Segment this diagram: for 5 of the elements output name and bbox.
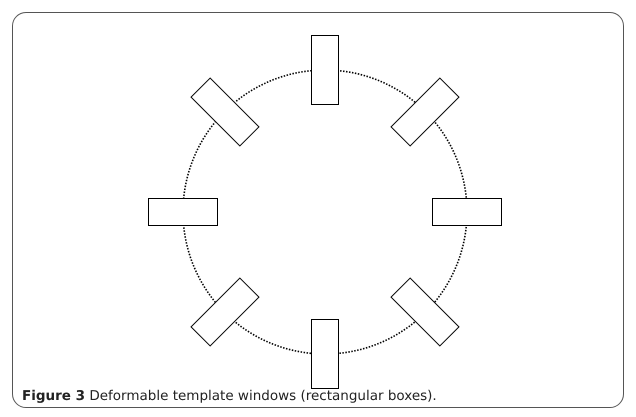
- template-window: [432, 198, 502, 226]
- figure-caption: Figure 3 Deformable template windows (rectangular boxes).: [22, 388, 437, 404]
- template-window: [311, 319, 339, 389]
- template-window: [148, 198, 218, 226]
- template-window: [311, 35, 339, 105]
